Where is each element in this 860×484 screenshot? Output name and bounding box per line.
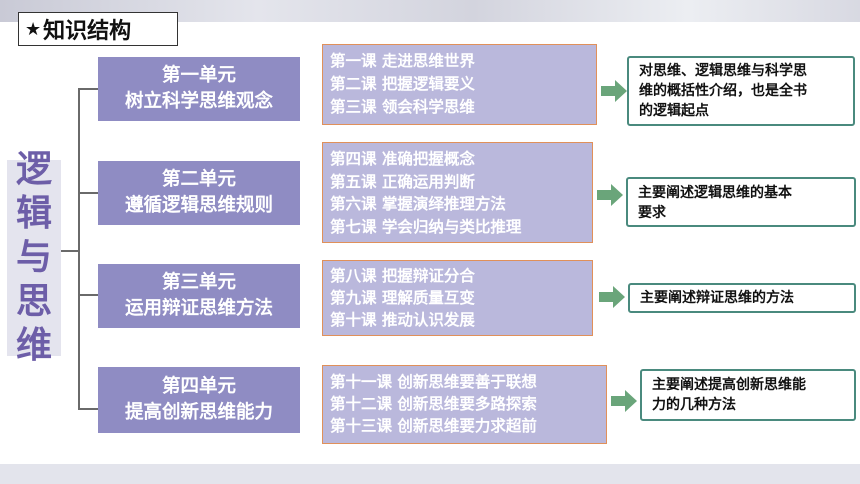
summary-line: 主要阐述逻辑思维的基本 [638,185,792,201]
arrow-right-icon [599,286,625,308]
unit-subtitle: 运用辩证思维方法 [124,298,273,319]
section-title-text: 知识结构 [43,19,132,44]
lesson-item: 第三课 领会科学思维 [330,98,475,116]
lesson-item: 第四课 准确把握概念 [330,150,475,168]
side-title-char: 与 [15,237,52,278]
lesson-item: 第五课 正确运用判断 [330,172,475,191]
summary-line: 维的概括性介绍，也是全书 [639,83,807,99]
unit-name: 第二单元 [161,169,236,190]
summary-line: 主要阐述提高创新思维能 [652,377,806,393]
unit-box-3: 第三单元 运用辩证思维方法 [98,264,300,328]
bracket-branch-4 [78,408,98,410]
bracket-branch-1 [78,88,98,90]
unit-box-2: 第二单元 遵循逻辑思维规则 [98,161,300,225]
summary-box-2: 主要阐述逻辑思维的基本 要求 [626,177,856,227]
summary-line: 力的几种方法 [652,397,736,413]
summary-line: 的逻辑起点 [639,103,709,119]
top-decorative-band [0,0,860,22]
unit-subtitle: 树立科学思维观念 [124,91,273,112]
unit-box-4: 第四单元 提高创新思维能力 [98,367,300,433]
lesson-item: 第十二课 创新思维要多路探索 [330,395,537,413]
star-icon: ★ [25,18,42,40]
arrow-right-icon [601,80,627,102]
unit-subtitle: 提高创新思维能力 [124,402,273,423]
bracket-stem [61,250,79,252]
summary-line: 要求 [638,205,666,221]
unit-name: 第一单元 [161,65,236,86]
summary-line: 主要阐述辩证思维的方法 [640,290,794,306]
unit-name: 第三单元 [161,272,236,293]
arrow-right-icon [611,390,637,412]
unit-box-1: 第一单元 树立科学思维观念 [98,57,300,121]
lesson-item: 第六课 掌握演绎推理方法 [330,195,506,213]
side-title-char: 思 [15,281,52,322]
side-title-char: 逻 [15,149,52,190]
side-title-char: 维 [15,325,52,366]
side-title-char: 辑 [15,193,52,234]
summary-box-4: 主要阐述提高创新思维能 力的几种方法 [640,369,856,421]
lesson-item: 第十三课 创新思维要力求超前 [330,417,537,435]
lesson-box-1: 第一课 走进思维世界 第二课 把握逻辑要义 第三课 领会科学思维 [322,44,597,125]
lesson-item: 第二课 把握逻辑要义 [330,75,475,93]
bracket-vertical [78,88,80,410]
summary-line: 对思维、逻辑思维与科学思 [639,63,807,79]
lesson-item: 第九课 理解质量互变 [330,289,475,307]
arrow-right-icon [597,184,623,206]
lesson-box-4: 第十一课 创新思维要善于联想 第十二课 创新思维要多路探索 第十三课 创新思维要… [322,365,607,444]
bracket-branch-3 [78,294,98,296]
lesson-box-2: 第四课 准确把握概念 第五课 正确运用判断 第六课 掌握演绎推理方法 第七课 学… [322,142,593,243]
unit-name: 第四单元 [161,376,236,397]
side-title: 逻 辑 与 思 维 [7,149,61,366]
bottom-decorative-band [0,464,860,484]
summary-box-3: 主要阐述辩证思维的方法 [628,283,856,313]
lesson-box-3: 第八课 把握辩证分合 第九课 理解质量互变 第十课 推动认识发展 [322,260,593,336]
lesson-item: 第七课 学会归纳与类比推理 [330,217,522,236]
lesson-item: 第一课 走进思维世界 [330,52,475,70]
summary-box-1: 对思维、逻辑思维与科学思 维的概括性介绍，也是全书 的逻辑起点 [627,56,855,126]
unit-subtitle: 遵循逻辑思维规则 [124,195,273,216]
lesson-item: 第八课 把握辩证分合 [330,267,475,285]
bracket-branch-2 [78,192,98,194]
section-title: ★ 知识结构 [18,12,178,46]
lesson-item: 第十一课 创新思维要善于联想 [330,373,537,391]
lesson-item: 第十课 推动认识发展 [330,311,475,329]
